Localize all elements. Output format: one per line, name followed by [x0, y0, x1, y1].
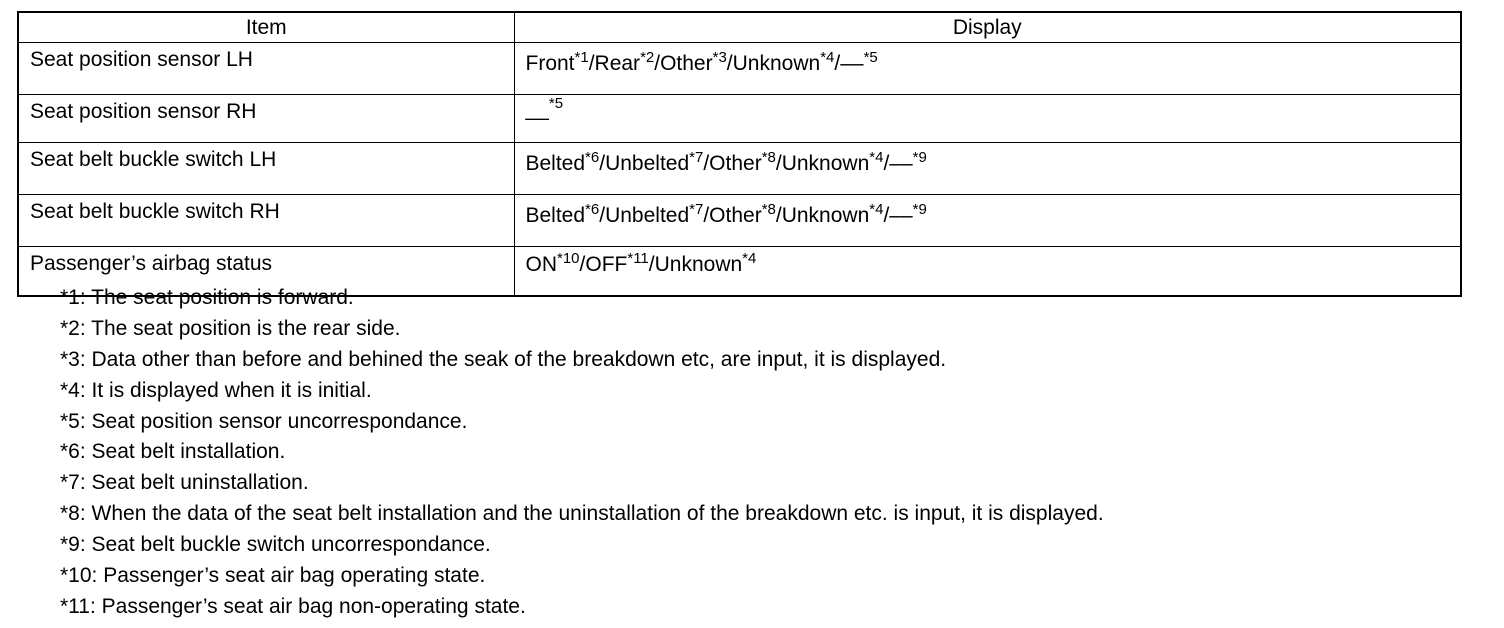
footnote-ref: *5 — [863, 49, 878, 66]
footnote-ref: *1 — [574, 49, 589, 66]
item-cell: Seat belt buckle switch RH — [17, 194, 515, 247]
display-segment: /–– — [883, 152, 913, 175]
footnote-ref: *4 — [820, 49, 835, 66]
footnote: *4: It is displayed when it is initial. — [60, 378, 372, 402]
footnote-ref: *8 — [761, 149, 776, 166]
footnote: *5: Seat position sensor uncorrespondanc… — [60, 409, 468, 433]
display-segment: /–– — [883, 204, 913, 227]
footnote-ref: *6 — [585, 149, 600, 166]
display-segment: /Unbelted — [599, 152, 690, 175]
display-segment: /Unknown — [775, 152, 870, 175]
display-segment: Belted — [525, 204, 586, 227]
column-header-display: Display — [513, 11, 1462, 43]
display-segment: /Unknown — [726, 52, 821, 75]
item-cell: Seat belt buckle switch LH — [17, 142, 515, 195]
footnote-ref: *5 — [548, 95, 564, 112]
table-row: Seat belt buckle switch LH Belted*6/Unbe… — [17, 142, 1462, 195]
footnote-ref: *4 — [742, 250, 757, 267]
footnote: *6: Seat belt installation. — [60, 440, 286, 464]
footnote-ref: *10 — [557, 250, 580, 267]
footnote-ref: *11 — [627, 250, 649, 267]
table-header-row: Item Display — [17, 11, 1462, 43]
display-cell: Belted*6/Unbelted*7/Other*8/Unknown*4/––… — [513, 194, 1462, 247]
footnote: *7: Seat belt uninstallation. — [60, 471, 309, 495]
footnote: *9: Seat belt buckle switch uncorrespond… — [60, 533, 491, 557]
display-segment: /OFF — [579, 253, 628, 276]
footnote-ref: *6 — [585, 201, 600, 218]
footnote-ref: *2 — [640, 49, 655, 66]
column-header-item: Item — [17, 11, 515, 43]
display-segment: /Other — [703, 204, 762, 227]
display-segment: /Other — [654, 52, 713, 75]
footnote-ref: *7 — [689, 149, 704, 166]
footnote-ref: *9 — [912, 149, 927, 166]
table-row: Passenger’s airbag status ON*10/OFF*11/U… — [17, 246, 1462, 297]
item-cell: Seat position sensor LH — [17, 42, 515, 95]
footnotes-list: *1: The seat position is forward. *2: Th… — [60, 283, 1104, 623]
display-segment: /Unknown — [648, 253, 743, 276]
display-cell: Front*1/Rear*2/Other*3/Unknown*4/––*5 — [513, 42, 1462, 95]
footnote: *10: Passenger’s seat air bag operating … — [60, 564, 486, 588]
table-row: Seat belt buckle switch RH Belted*6/Unbe… — [17, 194, 1462, 247]
display-cell: ON*10/OFF*11/Unknown*4 — [513, 246, 1462, 297]
display-cell: Belted*6/Unbelted*7/Other*8/Unknown*4/––… — [513, 142, 1462, 195]
display-segment: /Other — [703, 152, 762, 175]
footnote: *1: The seat position is forward. — [60, 286, 354, 309]
footnote-ref: *8 — [761, 201, 776, 218]
footnote-ref: *9 — [912, 201, 927, 218]
item-cell: Seat position sensor RH — [17, 94, 515, 143]
footnote-ref: *3 — [712, 49, 727, 66]
display-segment: Front — [525, 52, 575, 75]
footnote: *8: When the data of the seat belt insta… — [60, 502, 1104, 526]
footnote: *3: Data other than before and behined t… — [60, 347, 947, 371]
footnote: *11: Passenger’s seat air bag non-operat… — [60, 594, 526, 618]
table-row: Seat position sensor LH Front*1/Rear*2/O… — [17, 42, 1462, 95]
display-segment: Belted — [525, 152, 586, 175]
display-segment: /–– — [834, 52, 864, 75]
display-segment: /Unbelted — [599, 204, 690, 227]
display-segment: ON — [525, 253, 558, 276]
display-segment: /Unknown — [775, 204, 870, 227]
footnote-ref: *4 — [869, 201, 884, 218]
table-row: Seat position sensor RH __*5 — [17, 94, 1462, 143]
footnote-ref: *7 — [689, 201, 704, 218]
display-segment: /Rear — [588, 52, 641, 75]
footnote: *2: The seat position is the rear side. — [60, 316, 401, 340]
display-cell: __*5 — [513, 94, 1462, 143]
display-segment: __ — [525, 98, 549, 121]
display-spec-table: Item Display Seat position sensor LH Fro… — [17, 11, 1462, 297]
item-cell: Passenger’s airbag status — [17, 246, 515, 297]
footnote-ref: *4 — [869, 149, 884, 166]
